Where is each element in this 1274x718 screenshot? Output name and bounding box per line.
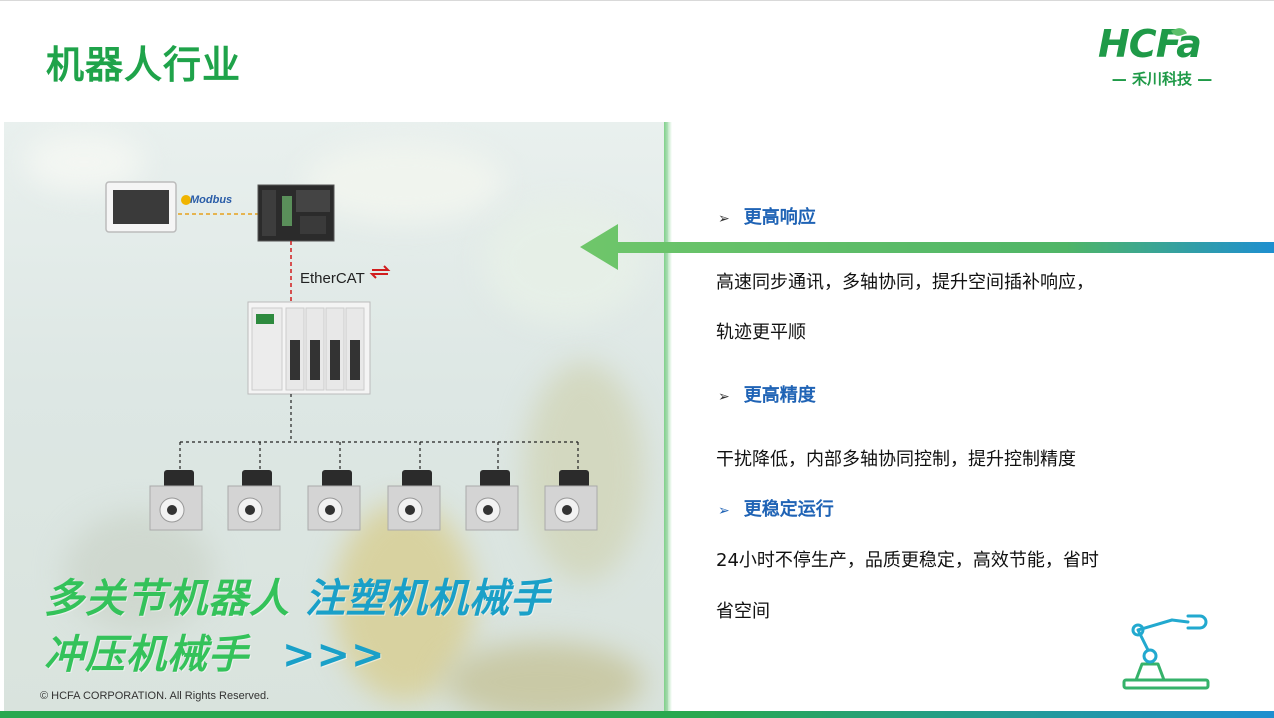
bottom-accent-bar	[0, 711, 1274, 718]
caption-line-2: 冲压机械手 >>>	[44, 622, 385, 680]
ethercat-label: EtherCAT	[300, 270, 365, 287]
top-border	[0, 0, 1274, 1]
servo-motors	[149, 470, 598, 531]
section-heading-stability: ➢更稳定运行	[718, 499, 834, 520]
motor-drops	[179, 442, 579, 476]
section-text-response-1: 高速同步通讯，多轴协同，提升空间插补响应，	[716, 272, 1094, 293]
section-heading-response: ➢更高响应	[718, 207, 816, 228]
caption-robot: 多关节机器人	[44, 576, 290, 622]
arrow-left-icon	[580, 224, 1274, 270]
servo-motor	[387, 470, 441, 531]
copyright: © HCFA CORPORATION. All Rights Reserved.	[40, 690, 270, 702]
chevron-right-icon: ➢	[718, 211, 730, 227]
chevron-right-icon: ➢	[718, 503, 730, 519]
modbus-label: Modbus	[190, 194, 233, 206]
caption-stamping: 冲压机械手	[44, 632, 249, 678]
bg-floor-blob	[444, 642, 644, 714]
modbus-star-icon	[181, 195, 191, 205]
hcfa-logo: HCFa — 禾川科技 —	[1092, 22, 1232, 90]
servo-motor	[307, 470, 361, 531]
servo-motor	[544, 470, 598, 531]
servo-motor	[149, 470, 203, 531]
section-heading-precision: ➢更高精度	[718, 385, 816, 406]
ethercat-arrows-icon	[369, 265, 391, 279]
panel-edge-glow	[664, 122, 672, 714]
bg-machine-blob	[64, 512, 214, 632]
chevron-right-icon: ➢	[718, 389, 730, 405]
servo-motor	[227, 470, 281, 531]
logo-subtitle: — 禾川科技 —	[1111, 70, 1213, 88]
caption-line-1: 多关节机器人 注塑机机械手	[44, 566, 551, 624]
servo-motor	[465, 470, 519, 531]
section-text-precision-1: 干扰降低，内部多轴协同控制，提升控制精度	[716, 449, 1076, 470]
servo-drive-rack	[247, 301, 371, 395]
bg-light-blob	[304, 142, 504, 222]
section-text-response-2: 轨迹更平顺	[716, 322, 806, 343]
hmi-device	[105, 181, 177, 233]
caption-more: >>>	[281, 632, 386, 678]
robot-arm-icon	[1122, 614, 1210, 690]
page-title: 机器人行业	[46, 43, 242, 87]
industry-image-panel	[4, 122, 668, 714]
section-text-stability-1: 24小时不停生产，品质更稳定，高效节能，省时	[716, 550, 1099, 571]
section-text-stability-2: 省空间	[716, 601, 770, 622]
caption-injection: 注塑机机械手	[304, 576, 551, 622]
plc-controller	[257, 184, 335, 242]
